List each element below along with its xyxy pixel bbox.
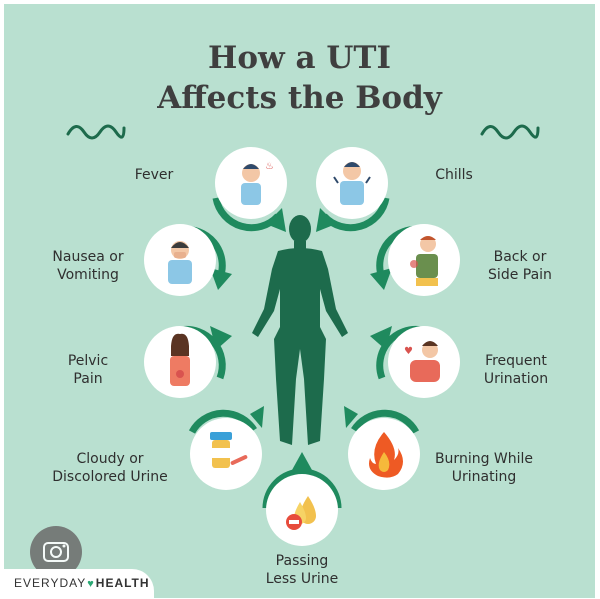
- back-pain-image: [388, 224, 460, 296]
- human-body-figure: [252, 215, 348, 445]
- frequent-urination-image: ♥: [388, 326, 460, 398]
- pelvic-pain-label: Pelvic Pain: [67, 353, 109, 387]
- squiggle-right-decoration: [480, 124, 540, 140]
- passing-less-urine-image: [266, 474, 338, 546]
- burning-image: [348, 418, 420, 490]
- cloudy-urine-ring: [188, 406, 264, 434]
- burning-label: Burning While Urinating: [434, 451, 534, 485]
- nausea-image: [144, 224, 216, 296]
- cloudy-urine-image: [190, 418, 262, 490]
- page-title: How a UTI Affects the Body: [4, 38, 595, 118]
- fever-label: Fever: [134, 167, 174, 183]
- brand-right: HEALTH: [95, 576, 150, 590]
- camera-lens-icon: [43, 542, 69, 562]
- heart-icon: ♥: [87, 578, 95, 590]
- cloudy-urine-label: Cloudy or Discolored Urine: [52, 451, 168, 485]
- squiggle-left-decoration: [66, 124, 126, 140]
- passing-less-urine-label: Passing Less Urine: [265, 553, 339, 587]
- title-line-2: Affects the Body: [157, 80, 442, 116]
- brand-left: EVERYDAY: [14, 576, 87, 590]
- chills-image: [316, 147, 388, 219]
- back-pain-label: Back or Side Pain: [488, 249, 552, 283]
- fever-ring: [212, 197, 286, 232]
- chills-ring: [316, 197, 390, 232]
- flame-icon: [369, 432, 403, 478]
- svg-text:♨: ♨: [265, 161, 274, 172]
- brand-logo: EVERYDAY♥HEALTH: [14, 576, 150, 590]
- nausea-label: Nausea or Vomiting: [52, 249, 124, 283]
- infographic: How a UTI Affects the Body ♨ Fever Chill…: [4, 4, 595, 598]
- burning-ring: [344, 406, 420, 434]
- frequent-urination-label: Frequent Urination: [483, 353, 549, 387]
- fever-image: ♨: [215, 147, 287, 219]
- svg-text:♥: ♥: [404, 346, 413, 357]
- chills-label: Chills: [435, 167, 473, 183]
- pelvic-pain-image: [144, 326, 216, 398]
- title-line-1: How a UTI: [208, 40, 391, 76]
- brand-badge: [4, 569, 154, 598]
